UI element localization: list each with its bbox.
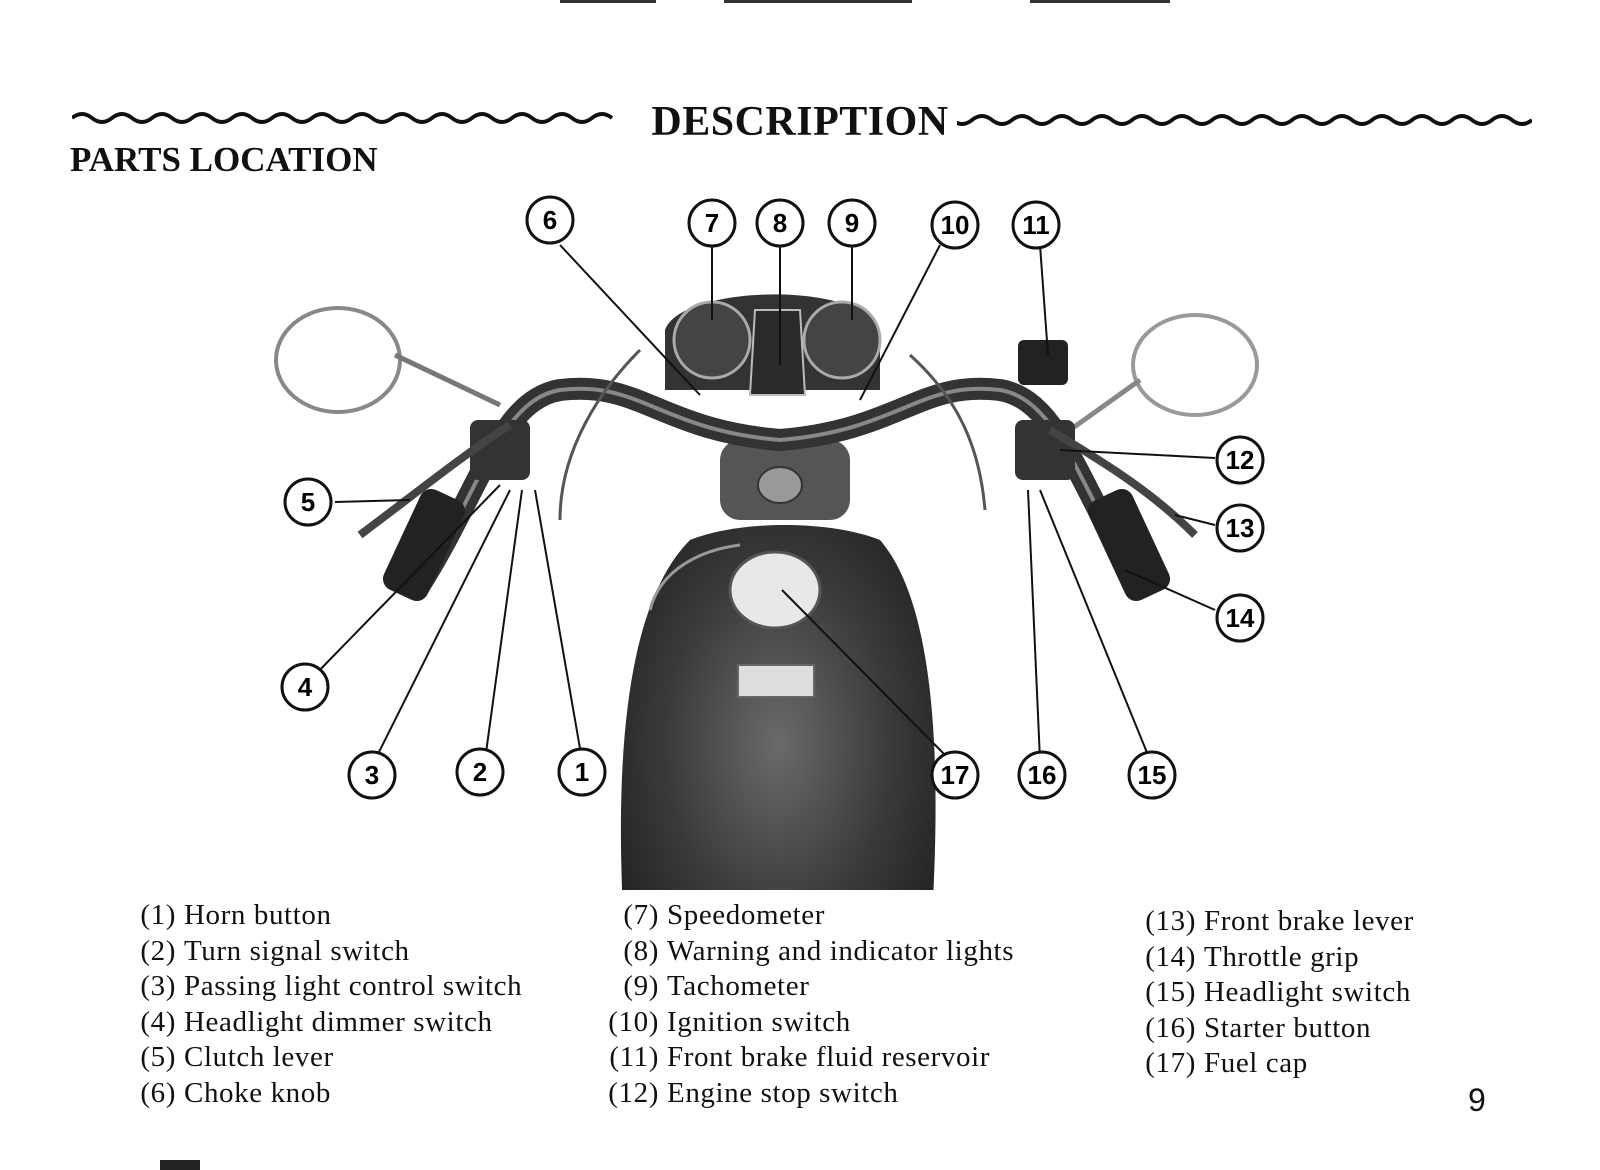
- svg-text:17: 17: [941, 760, 970, 790]
- legend-item: (2)Turn signal switch: [140, 934, 410, 967]
- motorcycle-image: [274, 294, 1259, 890]
- page-number: 9: [1468, 1082, 1486, 1118]
- callout-14: 14: [1215, 593, 1265, 643]
- svg-text:16: 16: [1028, 760, 1057, 790]
- callout-17: 17: [930, 750, 980, 800]
- svg-text:11: 11: [1022, 210, 1050, 240]
- legend-item: (5)Clutch lever: [140, 1041, 334, 1073]
- legend-item: (6)Choke knob: [140, 1076, 331, 1109]
- callout-4: 4: [280, 662, 330, 712]
- legend-item: (14)Throttle grip: [1145, 940, 1360, 973]
- legend-item: (10)Ignition switch: [608, 1005, 851, 1038]
- legend-item: (9)Tachometer: [623, 970, 810, 1002]
- callout-1: 1: [557, 747, 607, 797]
- scan-artifact: [160, 1160, 200, 1170]
- svg-text:10: 10: [941, 210, 970, 240]
- scan-artifact: [1030, 0, 1170, 3]
- legend-column-2: (7)Speedometer (8)Warning and indicator …: [595, 898, 1014, 1111]
- legend-item: (4)Headlight dimmer switch: [140, 1005, 493, 1038]
- svg-text:2: 2: [473, 757, 487, 787]
- svg-text:14: 14: [1226, 603, 1255, 633]
- svg-text:12: 12: [1226, 445, 1255, 475]
- callout-6: 6: [525, 195, 575, 245]
- scan-artifact: [724, 0, 912, 3]
- svg-text:7: 7: [705, 208, 719, 238]
- legend-item: (16)Starter button: [1145, 1011, 1372, 1044]
- svg-text:9: 9: [845, 208, 859, 238]
- svg-text:1: 1: [575, 757, 589, 787]
- legend-item: (8)Warning and indicator lights: [623, 934, 1015, 967]
- callout-15: 15: [1127, 750, 1177, 800]
- callout-16: 16: [1017, 750, 1067, 800]
- svg-text:15: 15: [1138, 760, 1167, 790]
- callout-9: 9: [827, 198, 877, 248]
- decorative-rule: [72, 108, 1532, 148]
- svg-text:8: 8: [773, 208, 787, 238]
- callout-7: 7: [687, 198, 737, 248]
- callout-5: 5: [283, 477, 333, 527]
- svg-text:3: 3: [365, 760, 379, 790]
- legend-item: (15)Headlight switch: [1145, 976, 1411, 1008]
- callout-12: 12: [1215, 435, 1265, 485]
- legend-item: (7)Speedometer: [623, 899, 825, 931]
- svg-text:5: 5: [301, 487, 315, 517]
- svg-text:6: 6: [543, 205, 557, 235]
- callout-3: 3: [347, 750, 397, 800]
- legend-item: (3)Passing light control switch: [140, 970, 523, 1002]
- svg-text:13: 13: [1226, 513, 1255, 543]
- legend-item: (12)Engine stop switch: [608, 1076, 899, 1109]
- legend-item: (1)Horn button: [140, 899, 332, 931]
- legend-column-1: (1)Horn button (2)Turn signal switch (3)…: [130, 898, 522, 1111]
- subsection-title: PARTS LOCATION: [70, 140, 378, 179]
- legend-item: (13)Front brake lever: [1145, 905, 1414, 937]
- callout-13: 13: [1215, 503, 1265, 553]
- callout-11: 11: [1011, 200, 1061, 250]
- svg-text:4: 4: [298, 672, 313, 702]
- scan-artifact: [560, 0, 656, 3]
- section-title: DESCRIPTION: [0, 98, 1600, 146]
- legend-item: (11)Front brake fluid reservoir: [609, 1041, 991, 1073]
- legend-column-3: (13)Front brake lever (14)Throttle grip …: [1132, 904, 1414, 1082]
- parts-location-figure: 6 7 8 9 10 11 12 13 14 15 16 17 1 2 3 4 …: [0, 190, 1600, 890]
- callout-leader-lines: [309, 244, 1216, 761]
- callout-2: 2: [455, 747, 505, 797]
- callout-10: 10: [930, 200, 980, 250]
- legend-item: (17)Fuel cap: [1145, 1047, 1308, 1079]
- callout-markers: 6 7 8 9 10 11 12 13 14 15 16 17 1 2 3 4 …: [280, 195, 1265, 800]
- callout-8: 8: [755, 198, 805, 248]
